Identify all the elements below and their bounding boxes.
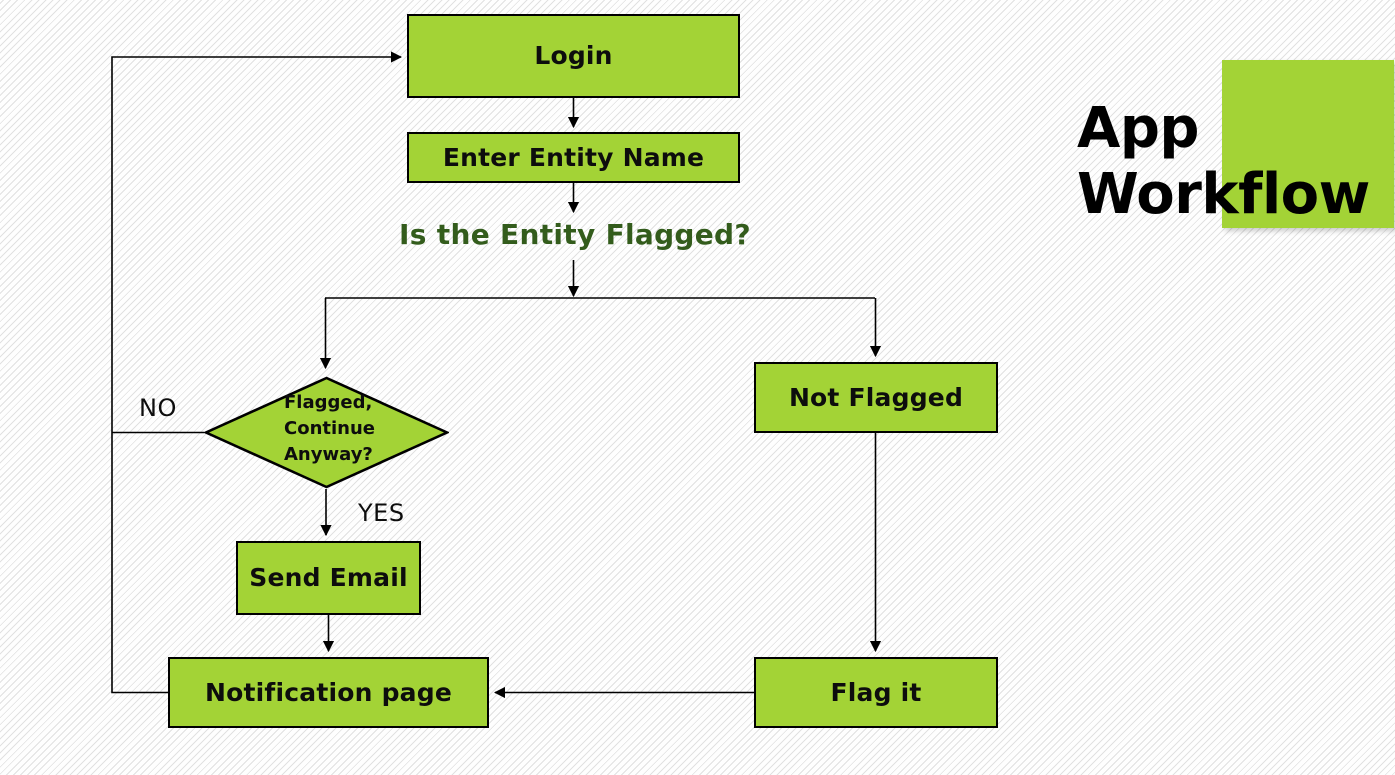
edge-label-no: NO	[139, 394, 177, 422]
flow-node-decision-label: Flagged, Continue Anyway?	[284, 392, 376, 466]
edge-label-yes: YES	[358, 499, 405, 527]
flow-question-heading: Is the Entity Flagged?	[399, 218, 751, 251]
flow-node-send-email[interactable]: Send Email	[236, 541, 421, 615]
flow-node-notification-page[interactable]: Notification page	[168, 657, 489, 728]
title-accent-square	[1222, 60, 1394, 228]
diamond-shape-icon	[204, 376, 449, 489]
flow-node-login[interactable]: Login	[407, 14, 740, 98]
flow-node-flag-it[interactable]: Flag it	[754, 657, 998, 728]
flow-node-decision-diamond[interactable]: Flagged, Continue Anyway?	[204, 376, 449, 489]
flow-node-enter-entity-name[interactable]: Enter Entity Name	[407, 132, 740, 183]
slide-title-block: App Workflow	[1060, 40, 1395, 270]
slide-title: App Workflow	[1077, 96, 1370, 228]
flow-node-not-flagged[interactable]: Not Flagged	[754, 362, 998, 433]
